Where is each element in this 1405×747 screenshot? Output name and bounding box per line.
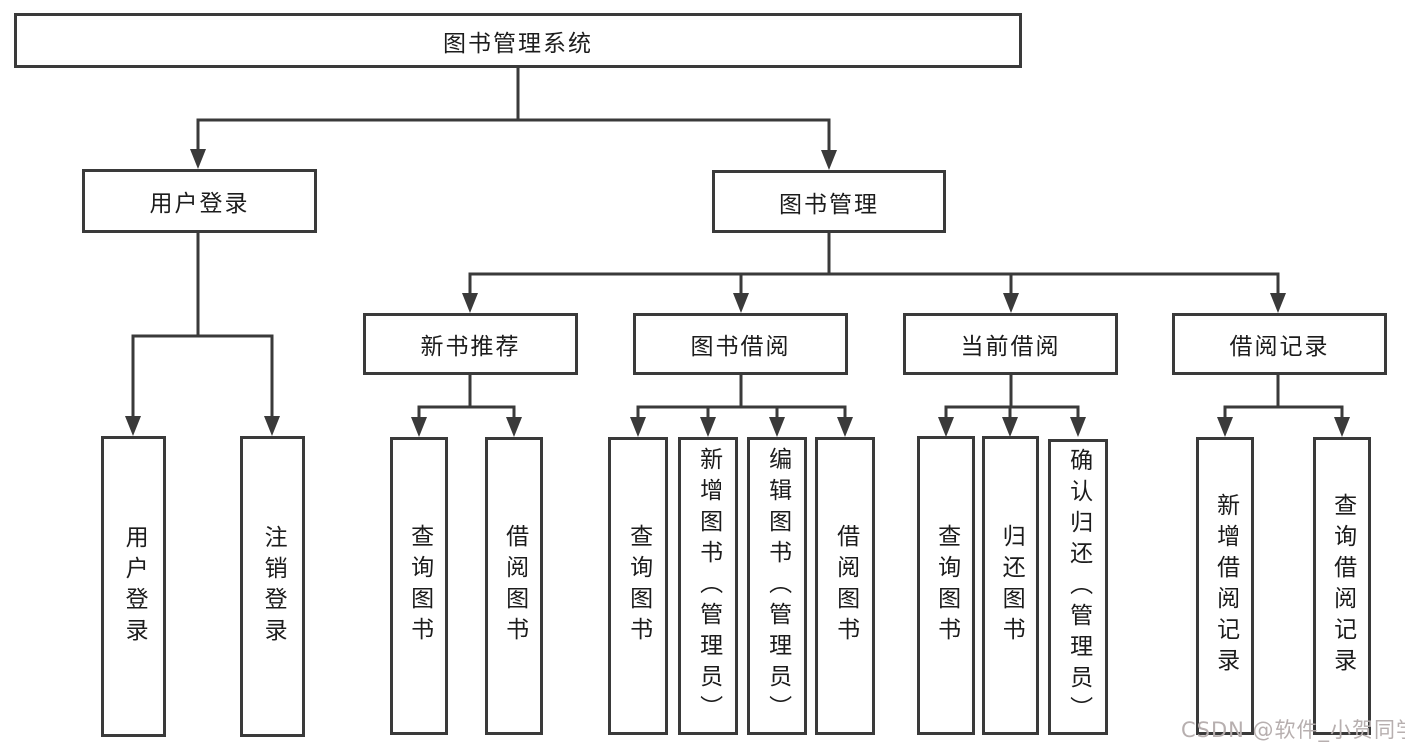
node-book-management: 图书管理 — [712, 170, 946, 233]
leaf-current-confirm-return-admin-label: 确认归还（管理员） — [1065, 447, 1092, 727]
leaf-user-login: 用户登录 — [101, 436, 166, 737]
watermark-text: CSDN @软件_小贺同学 — [1181, 718, 1405, 742]
leaf-borrow-borrow-books-label: 借阅图书 — [832, 524, 859, 648]
leaf-current-query-books-label: 查询图书 — [933, 523, 960, 648]
leaf-borrow-query-books: 查询图书 — [608, 437, 668, 735]
node-user-login: 用户登录 — [82, 169, 317, 233]
leaf-current-query-books: 查询图书 — [917, 436, 975, 735]
leaf-user-login-label: 用户登录 — [121, 524, 148, 649]
node-current-borrowing: 当前借阅 — [903, 313, 1118, 375]
node-book-borrowing: 图书借阅 — [633, 313, 848, 375]
leaf-borrow-edit-books-admin-label: 编辑图书（管理员） — [764, 446, 791, 726]
leaf-logout-label: 注销登录 — [260, 524, 287, 649]
leaf-borrow-edit-books-admin: 编辑图书（管理员） — [747, 437, 807, 735]
leaf-current-confirm-return-admin: 确认归还（管理员） — [1048, 439, 1108, 735]
leaf-borrow-query-books-label: 查询图书 — [625, 524, 652, 648]
leaf-records-query-record-label: 查询借阅记录 — [1329, 493, 1356, 679]
leaf-recommend-query-books-label: 查询图书 — [406, 524, 433, 648]
leaf-recommend-borrow-books: 借阅图书 — [485, 437, 543, 735]
leaf-borrow-add-books-admin-label: 新增图书（管理员） — [695, 446, 722, 726]
node-borrowing-records: 借阅记录 — [1172, 313, 1387, 375]
leaf-current-return-books-label: 归还图书 — [998, 523, 1025, 648]
leaf-borrow-borrow-books: 借阅图书 — [815, 437, 875, 735]
leaf-recommend-query-books: 查询图书 — [390, 437, 448, 735]
leaf-logout: 注销登录 — [240, 436, 305, 737]
leaf-records-add-record: 新增借阅记录 — [1196, 437, 1254, 735]
leaf-borrow-add-books-admin: 新增图书（管理员） — [678, 437, 738, 735]
leaf-current-return-books: 归还图书 — [982, 436, 1039, 735]
node-new-book-recommend: 新书推荐 — [363, 313, 578, 375]
node-library-system: 图书管理系统 — [14, 13, 1022, 68]
leaf-records-query-record: 查询借阅记录 — [1313, 437, 1371, 735]
leaf-records-add-record-label: 新增借阅记录 — [1212, 493, 1239, 679]
leaf-recommend-borrow-books-label: 借阅图书 — [501, 524, 528, 648]
